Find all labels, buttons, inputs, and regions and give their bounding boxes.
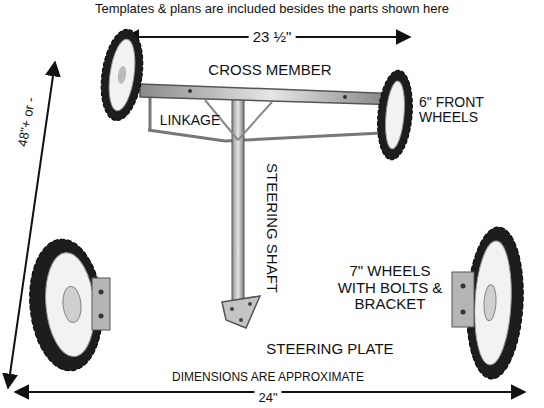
steering-plate <box>222 296 260 328</box>
hub <box>383 80 407 149</box>
axle-cap <box>483 284 497 321</box>
hub <box>105 38 139 113</box>
dimension-label: 24" <box>254 391 281 405</box>
wheel-bracket <box>92 278 110 330</box>
dimension-label: 23 ½" <box>249 29 296 46</box>
tire <box>96 27 148 124</box>
note-text: DIMENSIONS ARE APPROXIMATE <box>172 371 364 384</box>
bolt <box>343 95 347 99</box>
part-name: STEERING SHAFT <box>264 163 281 293</box>
bolt-hole <box>239 318 243 322</box>
part-name: 7" WHEELS WITH BOLTS & BRACKET <box>336 263 444 313</box>
bolt <box>99 290 104 295</box>
linkage-rod <box>148 130 382 141</box>
dimension-label: 48"+ or - <box>15 92 39 151</box>
part-name: STEERING PLATE <box>266 341 393 358</box>
bolt <box>461 310 466 315</box>
axle-cap <box>61 286 82 323</box>
hub <box>42 251 99 359</box>
bolt <box>188 89 192 93</box>
part-name: 6" FRONT WHEELS <box>419 95 501 126</box>
bolt-hole <box>248 302 252 306</box>
bolt <box>461 284 466 289</box>
bolt-hole <box>230 307 234 311</box>
tire <box>374 69 416 162</box>
front-wheel <box>374 69 416 162</box>
wheel-bracket <box>452 272 474 327</box>
part-name: CROSS MEMBER <box>208 62 331 79</box>
part-name: LINKAGE <box>160 113 221 128</box>
linkage-arm <box>149 96 152 131</box>
bolt <box>99 314 104 319</box>
steering-shaft <box>232 96 244 306</box>
hub <box>472 240 514 366</box>
front-wheel <box>96 27 148 124</box>
note-text: Templates & plans are included besides t… <box>95 2 449 16</box>
shaft-brace <box>238 102 272 140</box>
cross-member <box>140 84 402 105</box>
axle-cap <box>117 66 127 85</box>
